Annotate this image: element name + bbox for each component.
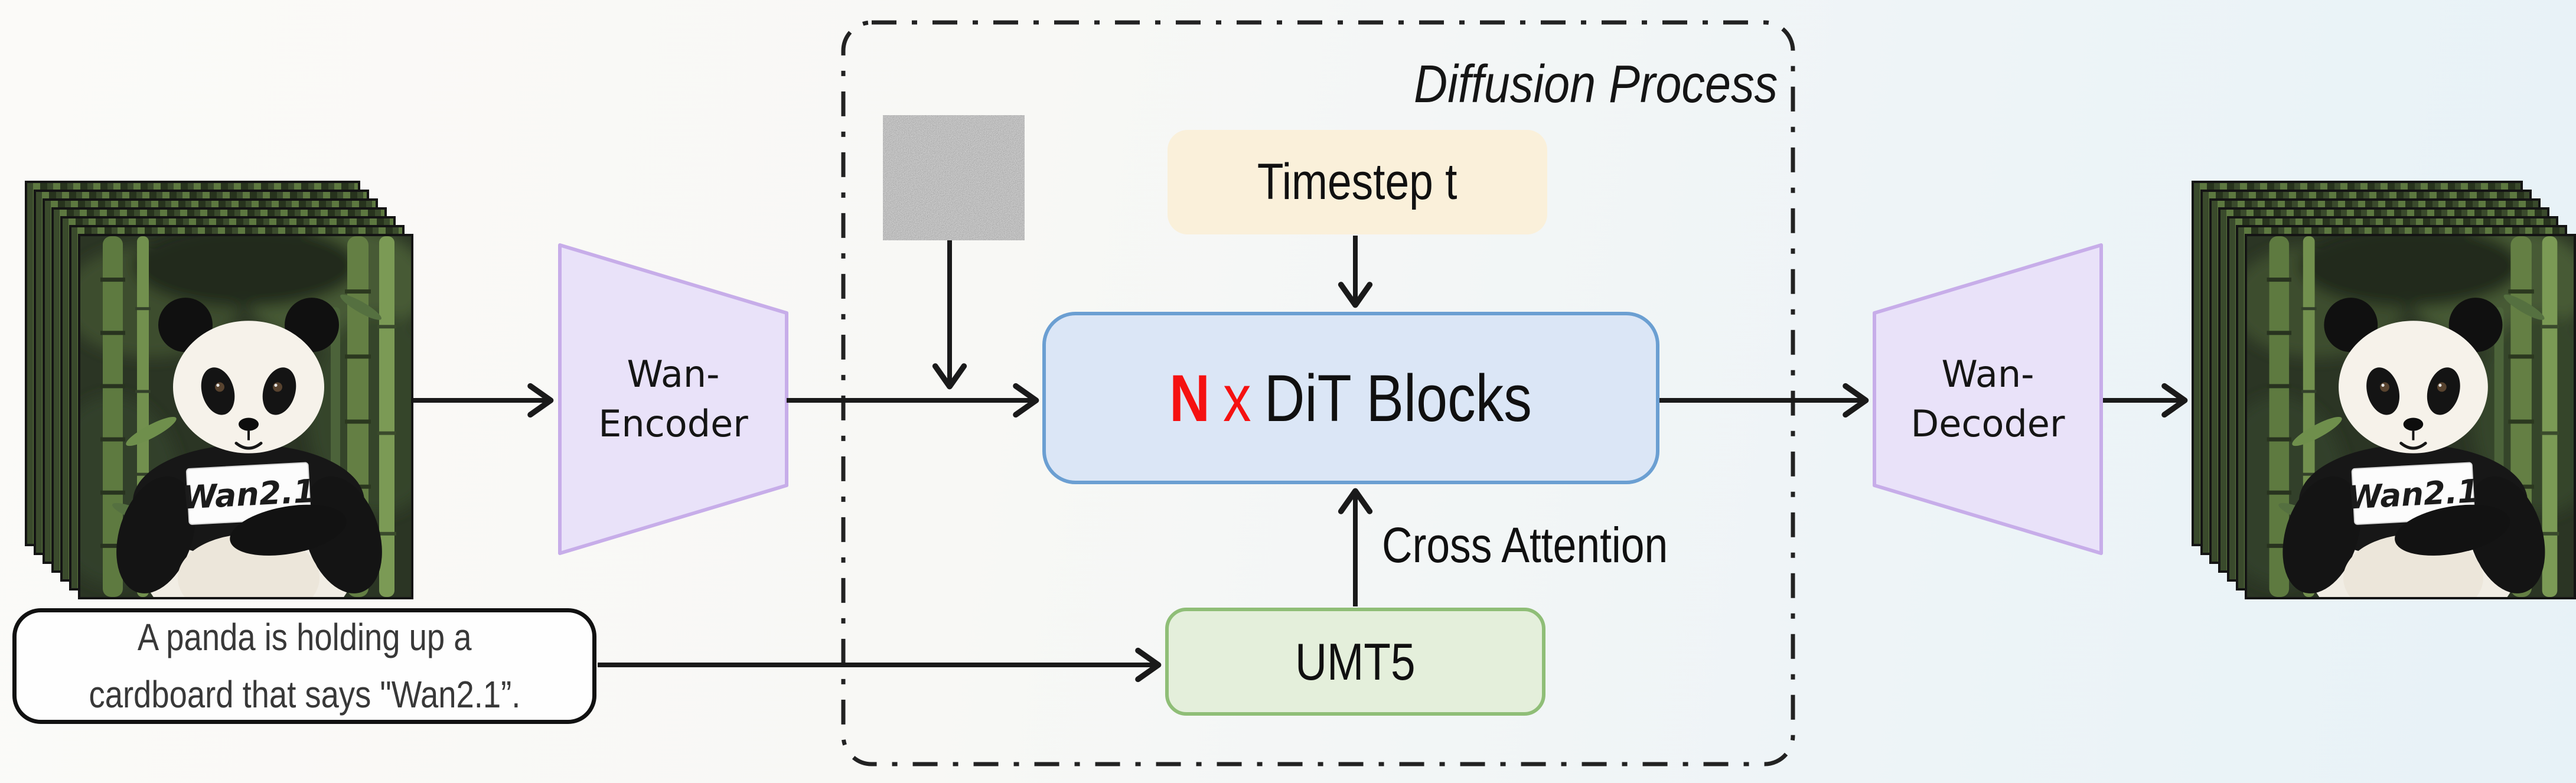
decoder-label: Wan- Decoder: [1873, 243, 2103, 555]
panda-nose: [2403, 417, 2424, 431]
video-frame: Wan2.1: [2245, 234, 2576, 599]
panda-photo: Wan2.1: [80, 236, 411, 597]
umt5-box: UMT5: [1165, 608, 1545, 716]
bamboo-stalks: [2267, 236, 2559, 597]
panda: Wan2.1: [2282, 298, 2545, 597]
output-video-frames: Wan2.1: [2192, 181, 2576, 599]
prompt-line-1: A panda is holding up a: [137, 615, 472, 658]
cross-attention-label: Cross Attention: [1382, 517, 1668, 573]
wan-encoder-block: Wan- Encoder: [558, 243, 788, 555]
noise-image: [883, 115, 1025, 240]
wan-decoder-block: Wan- Decoder: [1873, 243, 2103, 555]
encoder-label-line2: Encoder: [598, 402, 748, 445]
timestep-label: Timestep t: [1257, 154, 1457, 210]
panda-paw: [230, 504, 347, 556]
panda: Wan2.1: [116, 298, 382, 597]
video-frame: Wan2.1: [78, 234, 413, 599]
encoder-label-line1: Wan-: [627, 353, 720, 396]
panda-paw: [2395, 504, 2510, 556]
encoder-label: Wan- Encoder: [558, 243, 788, 555]
decoder-trapezoid-shape: [1873, 243, 2103, 555]
panda-head: [173, 321, 324, 454]
decoder-label-line1: Wan-: [1941, 353, 2034, 396]
panda-nose: [239, 417, 259, 431]
timestep-box: Timestep t: [1168, 130, 1547, 234]
umt5-label: UMT5: [1295, 632, 1416, 691]
panda-head: [2339, 321, 2488, 454]
decoder-label-line2: Decoder: [1910, 402, 2065, 445]
dit-repeat-count: N: [1169, 361, 1211, 435]
panda-photo: Wan2.1: [2247, 236, 2574, 597]
dit-label-text: DiT Blocks: [1264, 361, 1532, 435]
input-video-frames: Wan2.1: [25, 181, 413, 599]
prompt-line-2: cardboard that says "Wan2.1”.: [89, 673, 520, 716]
prompt-box: A panda is holding up a cardboard that s…: [12, 608, 596, 724]
diffusion-process-title: Diffusion Process: [1414, 55, 1778, 114]
dit-times-symbol: x: [1223, 361, 1252, 435]
encoder-trapezoid-shape: [558, 243, 788, 555]
